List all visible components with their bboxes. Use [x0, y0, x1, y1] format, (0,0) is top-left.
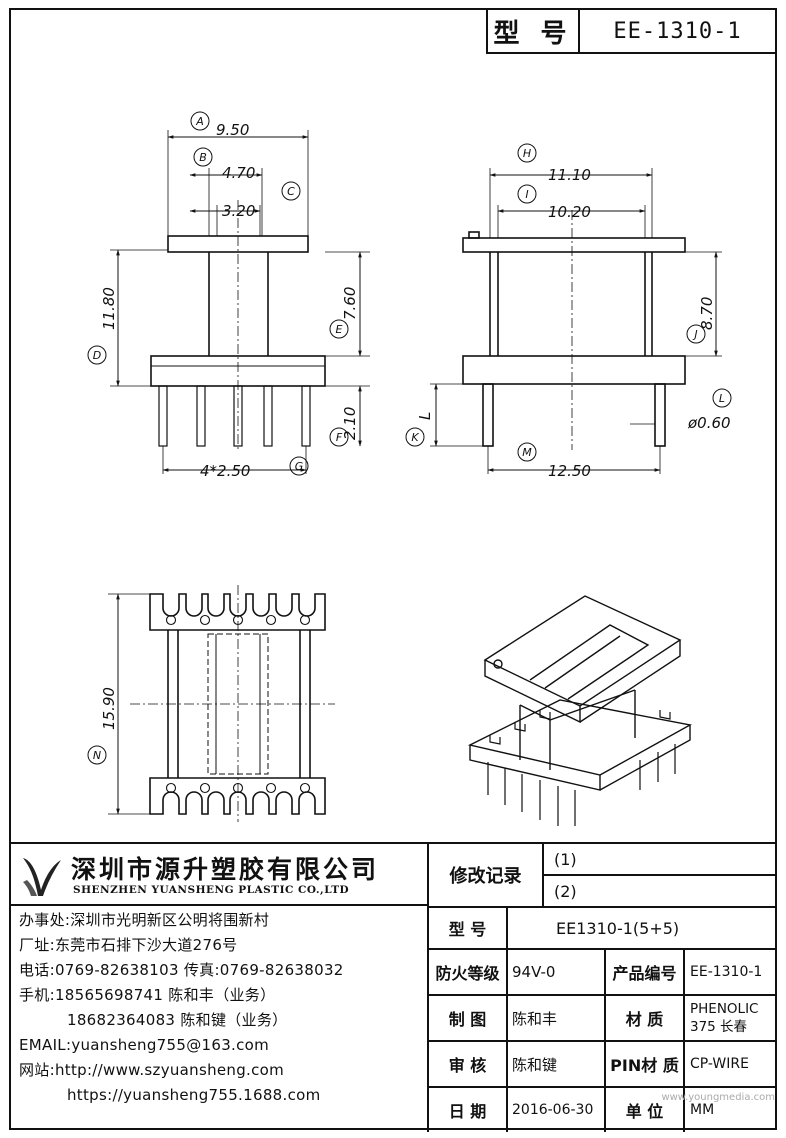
fire-rating-value: 94V-0	[512, 963, 556, 981]
mobile-2: 18682364083 陈和键（业务）	[67, 1011, 288, 1029]
dim-b: 4.70	[222, 164, 255, 182]
model-header-label: 型 号	[488, 10, 580, 52]
dim-c: 3.20	[222, 202, 255, 220]
model-value: EE1310-1(5+5)	[556, 918, 680, 938]
unit-value: MM	[690, 1102, 715, 1118]
label-k: K	[411, 431, 419, 444]
material-value-2: 375 长春	[690, 1019, 748, 1035]
dim-e: 7.60	[341, 287, 359, 320]
website-1: 网站:http://www.szyuansheng.com	[19, 1061, 285, 1079]
material-label: 材 质	[625, 1010, 664, 1029]
drawn-by-label: 制 图	[448, 1010, 487, 1029]
drawing-frame	[9, 8, 777, 1130]
front-view	[110, 130, 370, 474]
dim-f: 2.10	[341, 407, 359, 440]
dim-m: 12.50	[548, 462, 591, 480]
label-m: M	[522, 446, 532, 459]
material-value-1: PHENOLIC	[690, 1001, 759, 1017]
product-no-label: 产品编号	[612, 964, 677, 983]
date-value: 2016-06-30	[512, 1102, 594, 1118]
label-g: G	[295, 460, 304, 473]
label-a: A	[195, 115, 204, 128]
model-label: 型 号	[448, 920, 487, 939]
factory-address: 厂址:东莞市石排下沙大道276号	[19, 936, 238, 954]
label-circles	[87, 111, 732, 765]
company-logo-icon	[23, 858, 61, 896]
label-l: L	[719, 392, 725, 405]
dim-k: L	[416, 412, 434, 420]
email: EMAIL:yuansheng755@163.com	[19, 1036, 270, 1054]
revision-label: 修改记录	[449, 866, 522, 887]
bottom-view	[108, 585, 335, 822]
label-j: J	[692, 328, 697, 341]
contact-info: 办事处:深圳市光明新区公明将围新村 厂址:东莞市石排下沙大道276号 电话:07…	[19, 908, 424, 1108]
pin-material-label: PIN材 质	[610, 1056, 679, 1075]
date-label: 日 期	[448, 1102, 487, 1121]
website-2: https://yuansheng755.1688.com	[67, 1086, 321, 1104]
fire-rating-label: 防火等级	[435, 964, 500, 983]
label-i: I	[525, 188, 528, 201]
isometric-view	[467, 595, 693, 826]
dim-j: 8.70	[698, 297, 716, 330]
material-value: PHENOLIC 375 长春	[690, 996, 776, 1040]
company-name-cn: 深圳市源升塑胶有限公司	[71, 855, 380, 884]
reviewed-by-value: 陈和键	[512, 1055, 558, 1074]
watermark: www.youngmedia.com	[661, 1091, 775, 1103]
drawn-by-value: 陈和丰	[512, 1009, 558, 1028]
company-name-en: SHENZHEN YUANSHENG PLASTIC CO.,LTD	[73, 884, 350, 896]
phone-fax: 电话:0769-82638103 传真:0769-82638032	[19, 961, 344, 979]
dim-d: 11.80	[100, 287, 118, 330]
label-d: D	[93, 349, 101, 362]
reviewed-by-label: 审 核	[448, 1056, 487, 1075]
pin-material-value: CP-WIRE	[690, 1056, 749, 1072]
model-header-value: EE-1310-1	[613, 18, 742, 44]
label-n: N	[93, 749, 101, 762]
label-h: H	[523, 147, 531, 160]
office-address: 办事处:深圳市光明新区公明将围新村	[19, 911, 270, 929]
dim-g: 4*2.50	[200, 462, 250, 480]
dim-n: 15.90	[100, 687, 118, 730]
revision-2: (2)	[554, 881, 577, 901]
product-no-value: EE-1310-1	[690, 964, 763, 980]
revision-1: (1)	[554, 849, 577, 869]
mobile-1: 手机:18565698741 陈和丰（业务）	[19, 986, 276, 1004]
company-header: 深圳市源升塑胶有限公司 SHENZHEN YUANSHENG PLASTIC C…	[9, 844, 427, 906]
dim-h: 11.10	[548, 166, 591, 184]
side-view	[430, 168, 722, 474]
label-f: F	[336, 431, 343, 444]
label-b: B	[199, 151, 207, 164]
dim-i: 10.20	[548, 203, 591, 221]
dim-l: ø0.60	[687, 414, 731, 432]
model-header-box: 型 号 EE-1310-1	[486, 8, 777, 54]
technical-drawing: 9.50 4.70 3.20 11.80 7.60 2.10 4*2.50 11…	[87, 111, 732, 826]
label-e: E	[336, 323, 343, 336]
title-block: 深圳市源升塑胶有限公司 SHENZHEN YUANSHENG PLASTIC C…	[9, 842, 777, 1132]
unit-label: 单 位	[625, 1102, 664, 1121]
dim-a: 9.50	[216, 121, 249, 139]
label-c: C	[287, 185, 295, 198]
